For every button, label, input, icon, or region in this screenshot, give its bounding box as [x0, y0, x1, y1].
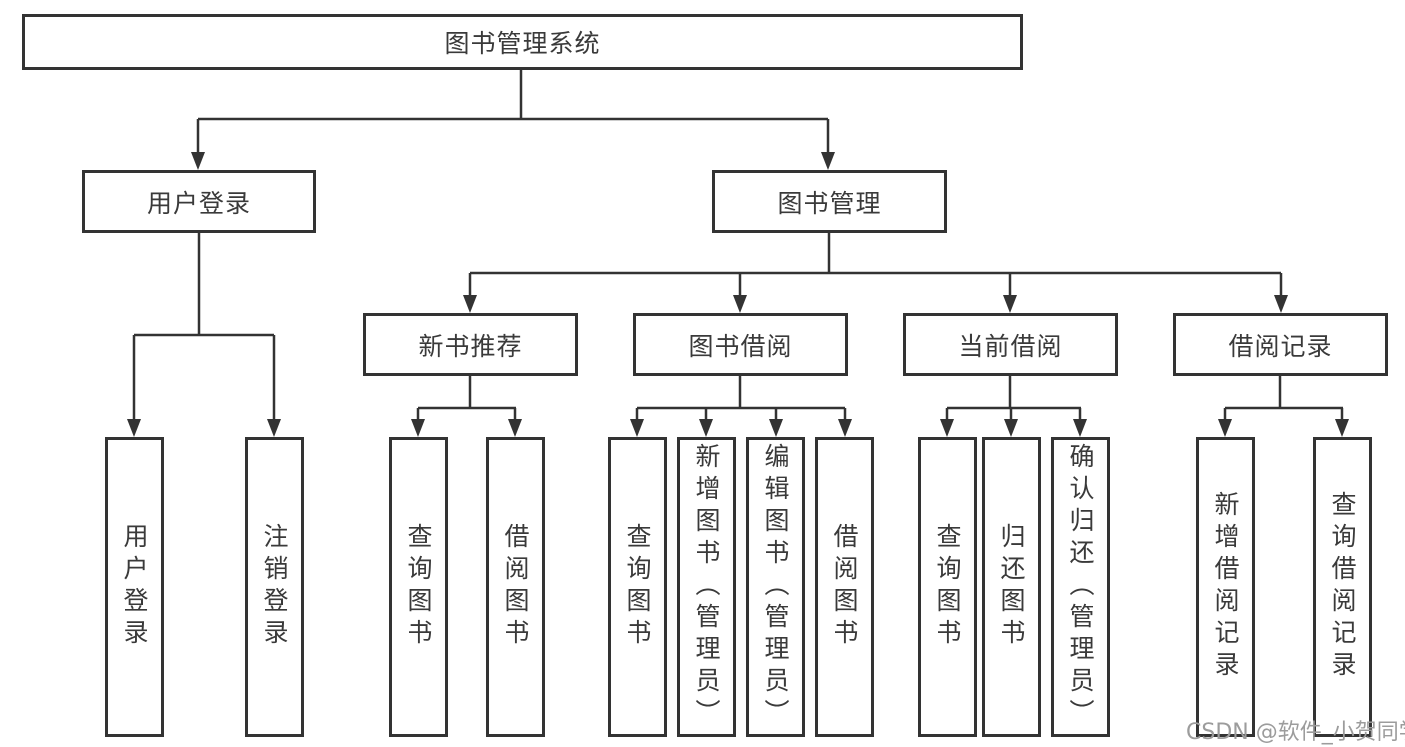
arrowheads-user-login-leaves	[127, 419, 281, 437]
leaf-query-books-borrowing: 查询图书	[608, 437, 667, 737]
leaf-confirm-return-admin: 确认归还（管理员）	[1051, 437, 1110, 737]
arrowheads-borrowing-records-leaves	[1218, 419, 1349, 437]
leaf-add-borrow-record-label: 新增借阅记录	[1211, 491, 1240, 683]
edge-root-to-level2	[196, 68, 830, 153]
leaf-borrow-books-borrowing: 借阅图书	[815, 437, 874, 737]
edge-new-book-recommend-to-leaves	[416, 375, 517, 420]
node-new-book-recommend: 新书推荐	[363, 313, 578, 376]
leaf-add-books-admin: 新增图书（管理员）	[677, 437, 736, 737]
arrowheads-new-book-recommend-leaves	[411, 419, 522, 437]
leaf-logout-label: 注销登录	[260, 523, 289, 651]
leaf-add-borrow-record: 新增借阅记录	[1196, 437, 1255, 737]
leaf-query-borrow-record-label: 查询借阅记录	[1328, 491, 1357, 683]
leaf-return-books: 归还图书	[982, 437, 1041, 737]
node-current-borrowing: 当前借阅	[903, 313, 1118, 376]
leaf-query-books-recommend-label: 查询图书	[404, 523, 433, 651]
leaf-query-books-recommend: 查询图书	[389, 437, 448, 737]
leaf-edit-books-admin: 编辑图书（管理员）	[746, 437, 805, 737]
leaf-return-books-label: 归还图书	[997, 523, 1026, 651]
leaf-borrow-books-recommend: 借阅图书	[486, 437, 545, 737]
leaf-borrow-books-borrowing-label: 借阅图书	[830, 523, 859, 651]
leaf-borrow-books-recommend-label: 借阅图书	[501, 523, 530, 651]
edge-book-borrowing-to-leaves	[635, 375, 847, 420]
edge-current-borrowing-to-leaves	[945, 375, 1082, 420]
leaf-confirm-return-admin-label: 确认归还（管理员）	[1066, 443, 1095, 731]
leaf-query-borrow-record: 查询借阅记录	[1313, 437, 1372, 737]
arrowheads-book-borrowing-leaves	[630, 419, 852, 437]
leaf-query-books-current-label: 查询图书	[933, 523, 962, 651]
arrowheads-current-borrowing-leaves	[940, 419, 1087, 437]
node-borrowing-records: 借阅记录	[1173, 313, 1388, 376]
node-book-borrowing: 图书借阅	[633, 313, 848, 376]
arrowheads-level3	[463, 295, 1288, 313]
leaf-logout: 注销登录	[245, 437, 304, 737]
edge-borrowing-records-to-leaves	[1223, 375, 1344, 420]
edge-book-management-to-level3	[468, 232, 1283, 296]
leaf-query-books-borrowing-label: 查询图书	[623, 523, 652, 651]
node-user-login: 用户登录	[82, 170, 316, 233]
node-library-management-system: 图书管理系统	[22, 14, 1023, 70]
leaf-add-books-admin-label: 新增图书（管理员）	[692, 443, 721, 731]
csdn-watermark: CSDN @软件_小贺同学	[1186, 720, 1405, 745]
edge-user-login-to-leaves	[132, 232, 276, 420]
leaf-edit-books-admin-label: 编辑图书（管理员）	[761, 443, 790, 731]
leaf-user-login-label: 用户登录	[120, 523, 149, 651]
arrowheads-level2	[191, 152, 835, 170]
node-book-management: 图书管理	[712, 170, 947, 233]
leaf-user-login: 用户登录	[105, 437, 164, 737]
leaf-query-books-current: 查询图书	[918, 437, 977, 737]
